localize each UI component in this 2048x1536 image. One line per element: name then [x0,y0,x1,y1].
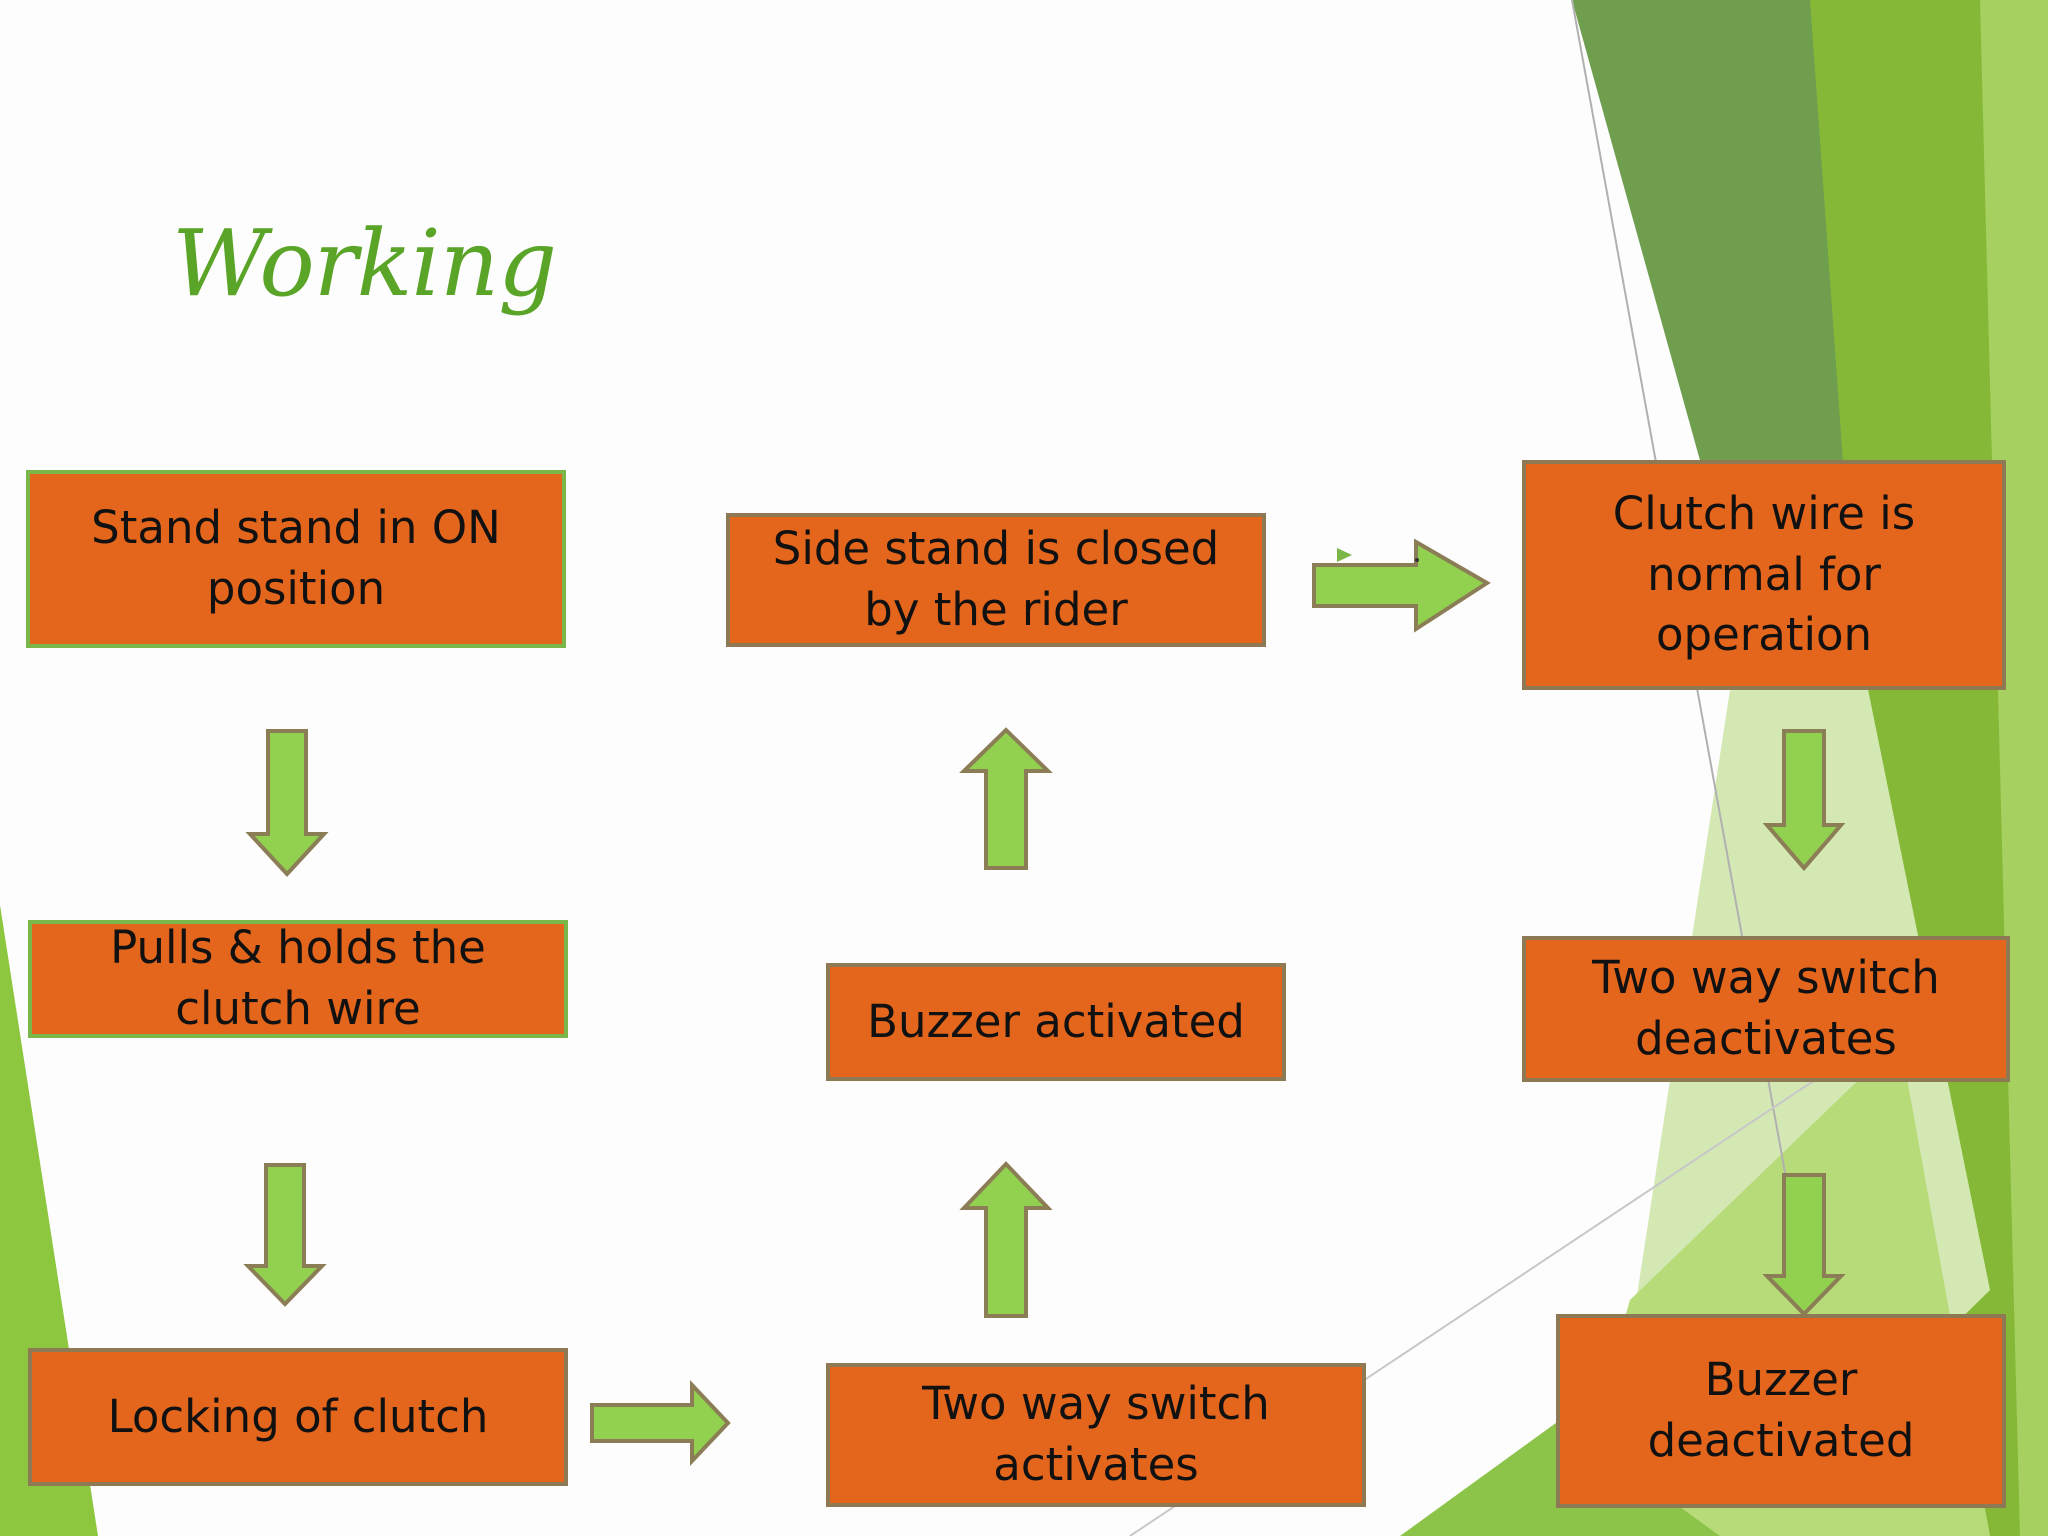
node-buzzer-deactivated: Buzzer deactivated [1556,1314,2006,1508]
arrow-down-1 [245,729,329,877]
right-facet-mid [1810,0,2048,1536]
node-side-stand-closed-label: Side stand is closed by the rider [772,522,1220,636]
right-facet-light [1980,0,2048,1536]
node-two-way-deactivates: Two way switch deactivates [1522,936,2010,1082]
node-side-stand-closed: Side stand is closed by the rider [726,513,1266,647]
node-buzzer-activated-label: Buzzer activated [867,994,1245,1048]
slide-title: Working [172,210,557,317]
node-clutch-normal: Clutch wire is normal for operation [1522,460,2006,690]
node-clutch-normal-label: Clutch wire is normal for operation [1612,486,1916,662]
node-pulls-holds: Pulls & holds the clutch wire [28,920,568,1038]
arrow-up-2 [959,727,1053,870]
node-pulls-holds-label: Pulls & holds the clutch wire [110,921,486,1035]
node-buzzer-deactivated-label: Buzzer deactivated [1647,1353,1915,1467]
node-two-way-activates: Two way switch activates [826,1363,1366,1507]
node-stand-on: Stand stand in ON position [26,470,566,648]
node-locking-clutch-label: Locking of clutch [107,1389,489,1443]
node-stand-on-label: Stand stand in ON position [91,501,501,615]
arrow-down-3 [1762,729,1846,872]
node-buzzer-activated: Buzzer activated [826,963,1286,1081]
node-locking-clutch: Locking of clutch [28,1348,568,1486]
small-dot [1415,558,1419,562]
arrow-down-4 [1762,1173,1846,1317]
arrow-right-1 [590,1379,731,1467]
node-two-way-activates-label: Two way switch activates [922,1377,1270,1491]
small-marker [1337,548,1352,562]
node-two-way-deactivates-label: Two way switch deactivates [1592,951,1940,1065]
arrow-down-2 [243,1163,327,1307]
arrow-up-1 [959,1161,1053,1318]
